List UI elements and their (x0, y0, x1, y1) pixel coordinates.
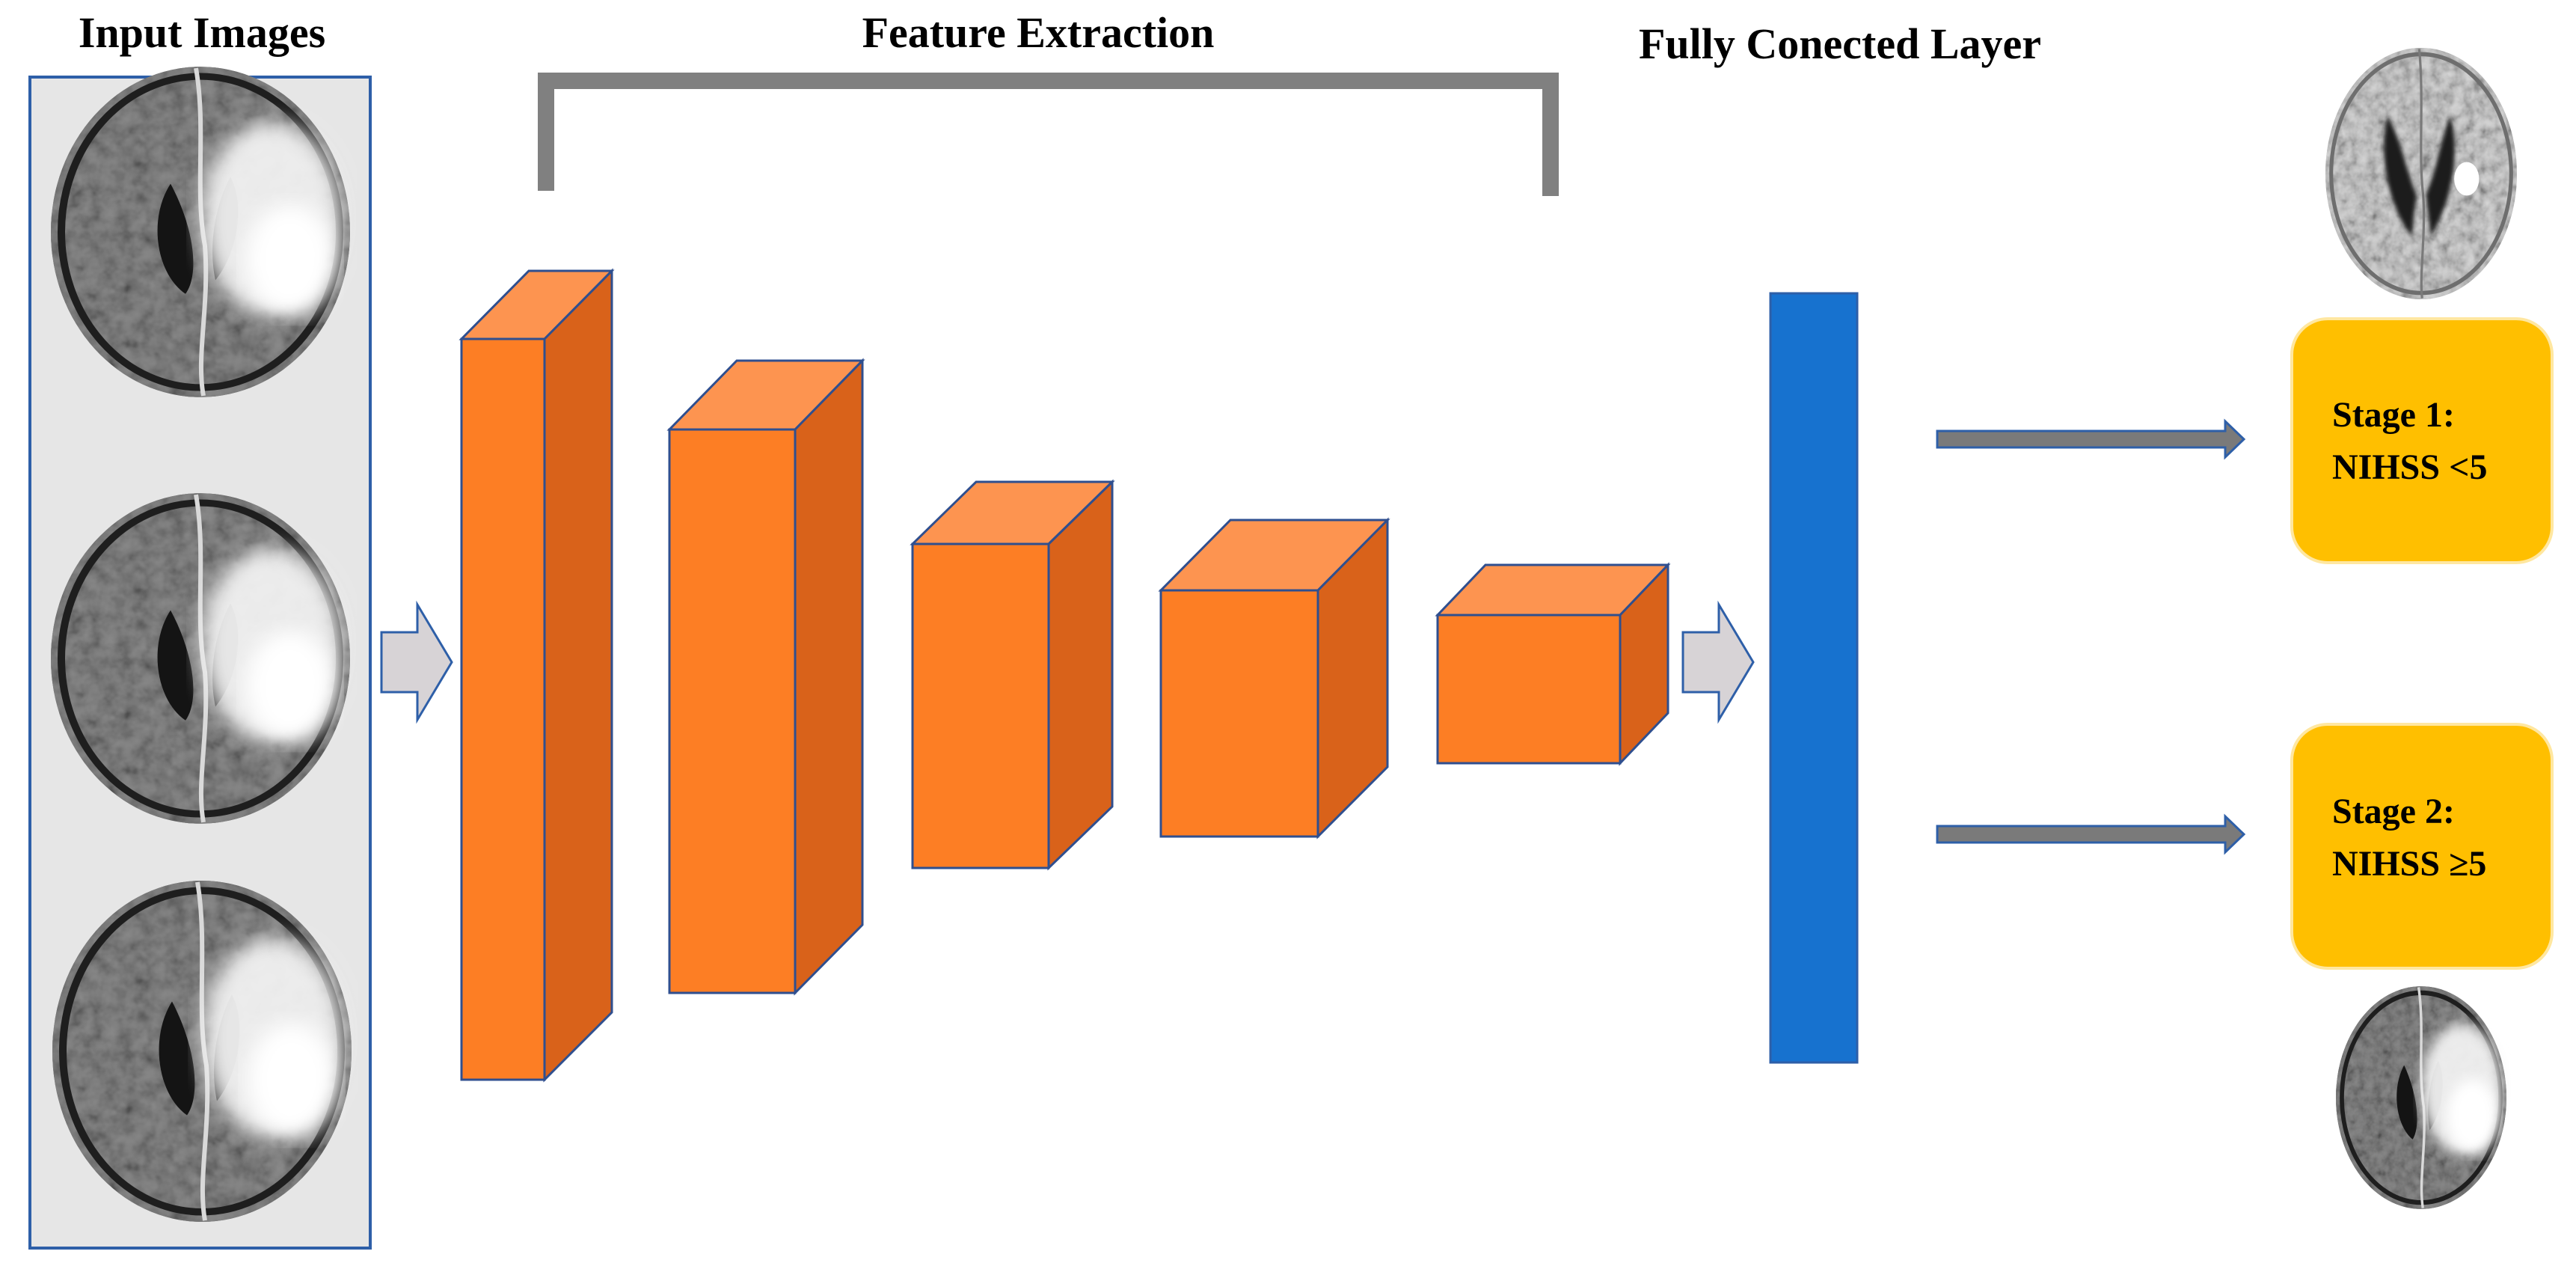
brain-mri-scan-icon (51, 493, 350, 824)
cnn-layer-block (1158, 517, 1390, 840)
stage-2-criterion: NIHSS ≥5 (2332, 844, 2486, 884)
brain-mri-scan-icon (2336, 986, 2506, 1209)
stage-2-box: Stage 2: NIHSS ≥5 (2290, 723, 2554, 970)
block-arrow-right-icon (1681, 600, 1755, 724)
brain-mri-scan-icon (51, 67, 350, 397)
brain-mri-scan-icon (52, 881, 352, 1222)
cnn-layer-block (666, 358, 865, 996)
stage-1-title: Stage 1: (2332, 395, 2455, 435)
block-arrow-right-icon (380, 600, 453, 724)
fully-connected-layer-bar (1769, 292, 1859, 1064)
stage-1-criterion: NIHSS <5 (2332, 447, 2487, 487)
long-arrow-right-icon (1936, 813, 2246, 855)
input-images-heading: Input Images (79, 8, 325, 57)
fully-connected-layer-heading: Fully Conected Layer (1639, 19, 2041, 68)
cnn-layer-block (910, 479, 1115, 871)
cnn-layer-block (459, 268, 615, 1083)
stage-1-box: Stage 1: NIHSS <5 (2290, 317, 2554, 564)
stage-2-title: Stage 2: (2332, 792, 2455, 831)
brain-mri-scan-icon (2325, 48, 2517, 299)
feature-extraction-heading: Feature Extraction (862, 8, 1215, 57)
feature-extraction-bracket (538, 73, 1559, 196)
cnn-layer-block (1435, 562, 1671, 766)
input-images-panel (28, 67, 372, 1250)
long-arrow-right-icon (1936, 418, 2246, 460)
